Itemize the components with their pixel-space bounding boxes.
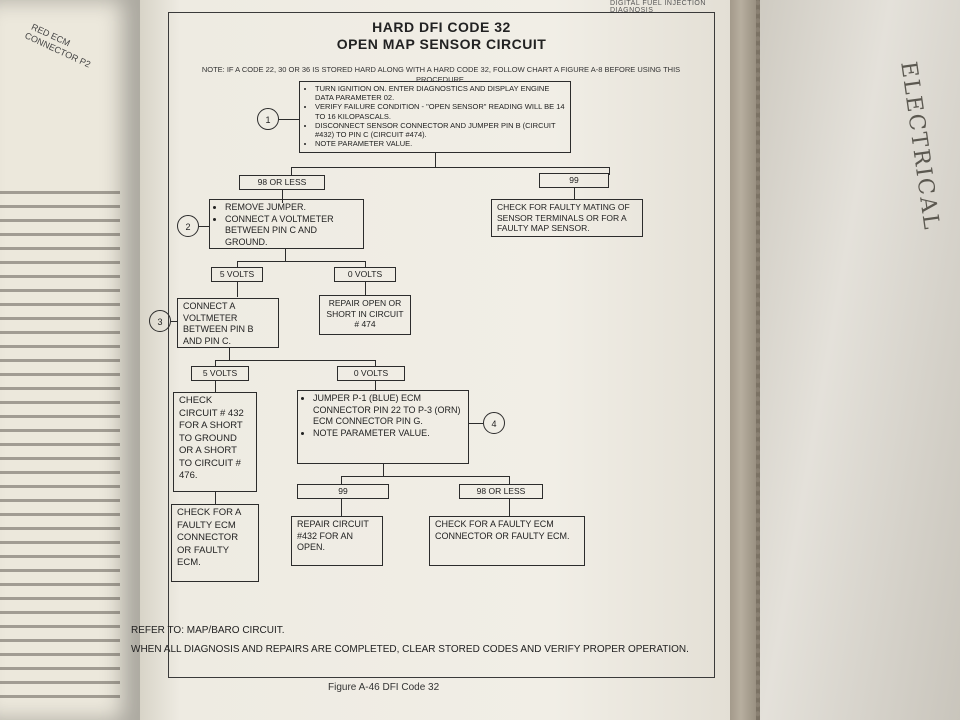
connector-line: [215, 492, 217, 504]
connector-line: [341, 476, 509, 478]
connector-line: [509, 498, 511, 516]
connector-line: [341, 498, 343, 516]
connector-line: [365, 261, 367, 267]
step1-item: DISCONNECT SENSOR CONNECTOR AND JUMPER P…: [315, 121, 565, 139]
step1-item: NOTE PARAMETER VALUE.: [315, 139, 565, 148]
result-repair-circuit-474: REPAIR OPEN OR SHORT IN CIRCUIT # 474: [319, 295, 411, 335]
connector-line: [237, 261, 365, 263]
chart-subtitle: OPEN MAP SENSOR CIRCUIT: [336, 36, 547, 52]
branch-label-5-volts: 5 VOLTS: [211, 267, 263, 282]
connector-line: [375, 380, 377, 390]
refer-to-text: REFER TO: MAP/BARO CIRCUIT.: [131, 625, 285, 636]
step2-box: REMOVE JUMPER. CONNECT A VOLTMETER BETWE…: [209, 199, 364, 249]
step4-box: JUMPER P-1 (BLUE) ECM CONNECTOR PIN 22 T…: [297, 390, 469, 464]
step4-item: JUMPER P-1 (BLUE) ECM CONNECTOR PIN 22 T…: [313, 393, 463, 428]
step2-item: REMOVE JUMPER.: [225, 202, 358, 214]
left-facing-page: RED ECM CONNECTOR P2: [0, 0, 140, 720]
connector-line: [171, 321, 177, 323]
flowchart-frame: HARD DFI CODE 32 OPEN MAP SENSOR CIRCUIT…: [131, 12, 715, 678]
result-check-faulty-ecm-2: CHECK FOR A FAULTY ECM CONNECTOR OR FAUL…: [429, 516, 585, 566]
result-check-map-sensor: CHECK FOR FAULTY MATING OF SENSOR TERMIN…: [491, 199, 643, 237]
branch-label-0-volts: 0 VOLTS: [334, 267, 396, 282]
connector-line: [237, 261, 239, 267]
connector-line: [609, 167, 611, 175]
connector-line: [215, 380, 217, 392]
chart-note: NOTE: IF A CODE 22, 30 OR 36 IS STORED H…: [201, 65, 681, 84]
connector-line: [229, 348, 231, 360]
connector-line: [282, 189, 284, 203]
step3-box: CONNECT A VOLTMETER BETWEEN PIN B AND PI…: [177, 298, 279, 348]
branch-label-99: 99: [297, 484, 389, 499]
connector-line: [291, 167, 293, 175]
connector-line: [509, 476, 511, 484]
connector-line: [199, 226, 209, 228]
connector-line: [574, 187, 576, 199]
running-head: DIGITAL FUEL INJECTION DIAGNOSIS: [610, 0, 706, 14]
branch-label-98-or-less: 98 OR LESS: [239, 175, 325, 190]
step1-item: VERIFY FAILURE CONDITION - "OPEN SENSOR"…: [315, 102, 565, 120]
chart-title: HARD DFI CODE 32: [372, 19, 511, 35]
connector-line: [215, 360, 375, 362]
step4-item: NOTE PARAMETER VALUE.: [313, 428, 463, 440]
connector-line: [279, 119, 299, 121]
connector-line: [215, 360, 217, 366]
result-check-faulty-ecm: CHECK FOR A FAULTY ECM CONNECTOR OR FAUL…: [171, 504, 259, 582]
step-number-3: 3: [149, 310, 171, 332]
final-instruction: WHEN ALL DIAGNOSIS AND REPAIRS ARE COMPL…: [131, 644, 689, 655]
connector-line: [383, 464, 385, 476]
step-number-2: 2: [177, 215, 199, 237]
step-number-4: 4: [483, 412, 505, 434]
branch-label-5-volts: 5 VOLTS: [191, 366, 249, 381]
connector-line: [435, 153, 437, 167]
step-number-1: 1: [257, 108, 279, 130]
step2-item: CONNECT A VOLTMETER BETWEEN PIN C AND GR…: [225, 214, 358, 249]
branch-label-98-or-less: 98 OR LESS: [459, 484, 543, 499]
manual-page: DIGITAL FUEL INJECTION DIAGNOSIS HARD DF…: [131, 0, 730, 720]
gray-book-cover: [760, 0, 960, 720]
connector-line: [469, 423, 483, 425]
step1-box: TURN IGNITION ON. ENTER DIAGNOSTICS AND …: [299, 81, 571, 153]
connector-line: [285, 249, 287, 261]
connector-line: [291, 167, 609, 169]
connector-line: [341, 476, 343, 484]
result-repair-circuit-432: REPAIR CIRCUIT #432 FOR AN OPEN.: [291, 516, 383, 566]
result-check-circuit-432: CHECK CIRCUIT # 432 FOR A SHORT TO GROUN…: [173, 392, 257, 492]
connector-line: [375, 360, 377, 366]
branch-label-99: 99: [539, 173, 609, 188]
figure-caption: Figure A-46 DFI Code 32: [328, 682, 440, 693]
left-page-text-lines: [0, 180, 120, 709]
connector-line: [237, 281, 239, 297]
step1-item: TURN IGNITION ON. ENTER DIAGNOSTICS AND …: [315, 84, 565, 102]
branch-label-0-volts: 0 VOLTS: [337, 366, 405, 381]
connector-line: [365, 281, 367, 295]
